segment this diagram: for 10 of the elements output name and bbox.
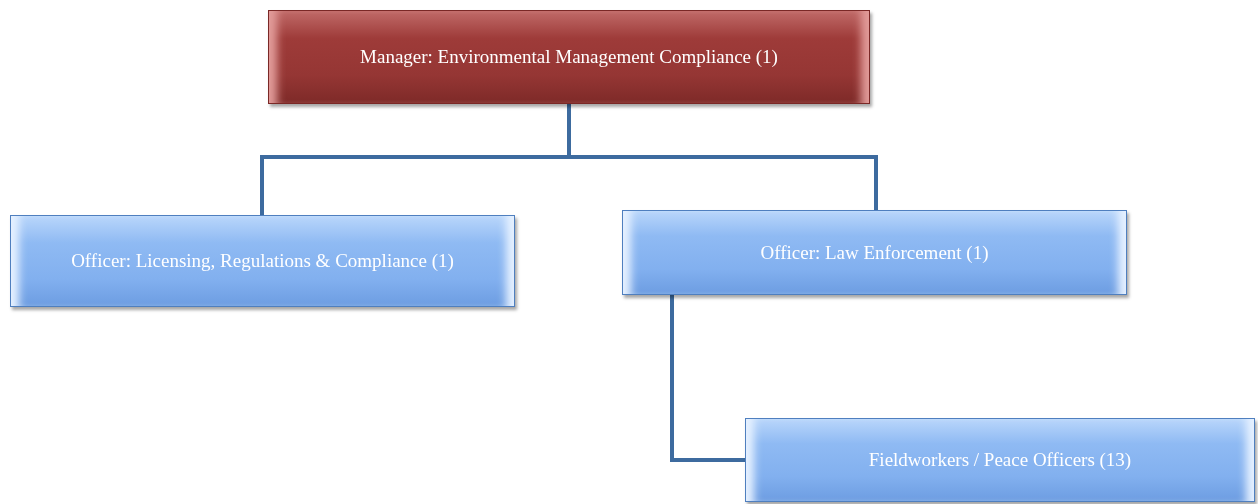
role-label: Officer: Law Enforcement (1) [760, 241, 989, 264]
officer-box [622, 210, 1127, 295]
officer-box [745, 418, 1255, 502]
connector-line [567, 104, 878, 210]
connector-line [670, 295, 745, 462]
role-label: Officer: Licensing, Regulations & Compliance (1) [71, 250, 454, 272]
officer-box [10, 215, 515, 307]
role-label: Manager: Environmental Management Compliance (1) [360, 46, 778, 68]
manager-box [268, 10, 870, 104]
role-label: Fieldworkers / Peace Officers (13) [868, 449, 1132, 471]
